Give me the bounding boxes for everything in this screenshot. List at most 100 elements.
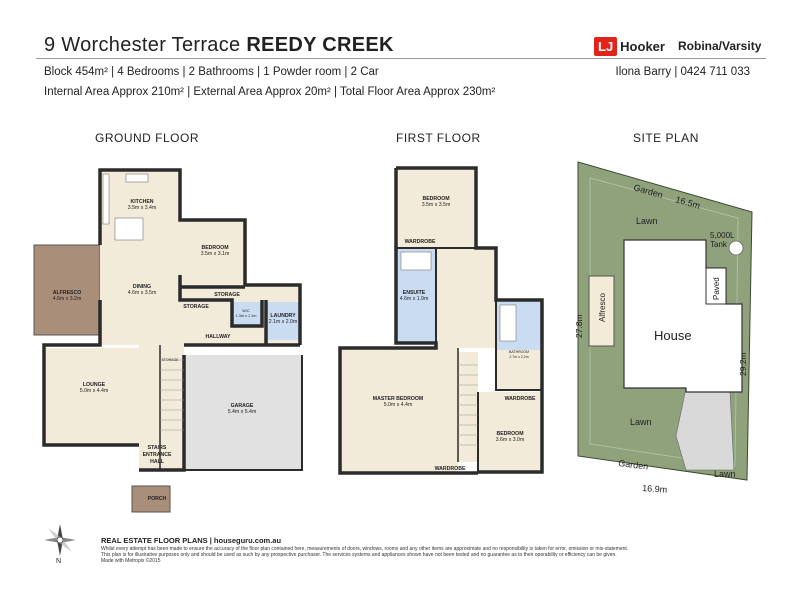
garage-floor (184, 355, 302, 470)
label-laundry: LAUNDRY (270, 313, 296, 319)
label-bathroom-dim: 2.7m x 2.2m (509, 355, 528, 359)
logo-lj: LJ (594, 37, 618, 56)
bedroom-floor (180, 220, 245, 285)
suburb: REEDY CREEK (246, 34, 394, 56)
label-wc: W/C (242, 309, 250, 313)
disclaimer-line-2: This plan is for illustrative purposes o… (101, 552, 617, 558)
water-tank (728, 240, 744, 256)
hall-floor (496, 350, 542, 390)
site-plan: Garden 16.5m Lawn 5,000L Tank Paved Alfr… (574, 161, 753, 495)
label-wardrobe-3: WARDROBE (435, 466, 466, 472)
label-master-dim: 5.0m x 4.4m (384, 402, 413, 408)
footer-brand: REAL ESTATE FLOOR PLANS | houseguru.com.… (101, 536, 282, 545)
label-ensuite-dim: 4.6m x 1.9m (400, 296, 429, 302)
wc-floor (232, 302, 262, 326)
ground-floor-heading: GROUND FLOOR (95, 131, 200, 145)
compass-rose: N (44, 524, 76, 565)
driveway (675, 387, 735, 471)
agency-logo: LJ Hooker (594, 37, 665, 56)
ground-walls (42, 168, 303, 472)
label-bottom-length: 16.9m (642, 483, 668, 495)
first-floor-heading: FIRST FLOOR (396, 131, 481, 145)
label-house: House (654, 328, 692, 343)
area-summary: Internal Area Approx 210m² | External Ar… (44, 86, 496, 98)
dining-lower-floor (100, 300, 180, 345)
site-plan-heading: SITE PLAN (633, 131, 699, 145)
alfresco-area (33, 244, 101, 336)
label-laundry-dim: 2.1m x 2.0m (269, 319, 298, 325)
label-dining-dim: 4.6m x 3.5m (128, 290, 157, 296)
label-storage-1: STORAGE (214, 292, 240, 298)
footer-disclaimer: Whilst every attempt has been made to en… (101, 546, 681, 564)
label-bathroom: BATHROOM (509, 350, 529, 354)
ensuite-vanity (400, 251, 432, 271)
logo-word: Hooker (620, 39, 665, 54)
label-hall: HALL (150, 459, 165, 465)
first-labels: BEDROOM 3.5m x 3.5m WARDROBE ENSUITE 4.6… (373, 196, 536, 472)
property-summary: Block 454m² | 4 Bedrooms | 2 Bathrooms |… (44, 66, 379, 78)
header-divider (36, 58, 766, 59)
upper-stairs-floor (456, 352, 478, 462)
label-bedroom-2: BEDROOM (496, 431, 523, 437)
label-right-length: 29.2m (738, 352, 748, 376)
first-stairs (458, 364, 478, 446)
disclaimer-line-1: Whilst every attempt has been made to en… (101, 546, 629, 552)
label-kitchen-dim: 3.5m x 3.4m (128, 205, 157, 211)
label-entrance: ENTRANCE (143, 452, 172, 458)
label-wardrobe-2: WARDROBE (505, 396, 536, 402)
label-master: MASTER BEDROOM (373, 396, 423, 402)
label-lounge-dim: 5.0m x 4.4m (80, 388, 109, 394)
label-stairs: STAIRS (148, 445, 167, 451)
label-alfresco: ALFRESCO (53, 290, 82, 296)
lounge-floor (44, 348, 139, 445)
label-bedroom-1: BEDROOM (422, 196, 449, 202)
label-hallway: HALLWAY (206, 334, 231, 340)
label-kitchen: KITCHEN (130, 199, 153, 205)
branch-name: Robina/Varsity (678, 39, 762, 53)
label-tank-2: Tank (710, 240, 728, 249)
ground-labels: KITCHEN 3.5m x 3.4m BEDROOM 3.5m x 3.1m … (53, 199, 298, 502)
first-floor-plan: BEDROOM 3.5m x 3.5m WARDROBE ENSUITE 4.6… (338, 166, 544, 475)
label-alfresco-dim: 4.6m x 3.2m (53, 296, 82, 302)
ground-floor-plan: KITCHEN 3.5m x 3.4m BEDROOM 3.5m x 3.1m … (33, 168, 303, 513)
label-paved: Paved (712, 277, 721, 300)
bath-tub (499, 304, 517, 342)
label-garden-bottom: Garden (618, 458, 649, 472)
label-lawn-bottom-right: Lawn (714, 469, 736, 479)
landing-floor (436, 248, 496, 348)
label-ensuite: ENSUITE (403, 290, 426, 296)
site-alfresco (588, 275, 615, 347)
bedroom1-floor (396, 168, 476, 248)
ground-stairs (160, 359, 184, 431)
label-bedroom-dim: 3.5m x 3.1m (201, 251, 230, 257)
label-tank-1: 5,000L (710, 231, 735, 240)
label-garage: GARAGE (231, 403, 254, 409)
kitchen-bench (102, 173, 110, 225)
label-bedroom: BEDROOM (201, 245, 228, 251)
label-wc-dim: 1.3m x 1.1m (236, 314, 257, 318)
site-labels: Garden 16.5m Lawn 5,000L Tank Paved Alfr… (574, 182, 748, 494)
garden-edge (589, 177, 739, 467)
label-wardrobe-1: WARDROBE (405, 239, 436, 245)
stairs-hall-floor (139, 345, 184, 470)
disclaimer-line-3: Made with Metropix ©2015 (101, 558, 161, 564)
label-bedroom-1-dim: 3.5m x 3.5m (422, 202, 451, 208)
label-left-length: 27.8m (574, 314, 584, 338)
master-floor (340, 348, 458, 473)
label-lounge: LOUNGE (83, 382, 106, 388)
label-lawn-top: Lawn (636, 216, 658, 226)
property-title: 9 Worchester Terrace REEDY CREEK (44, 34, 394, 57)
label-site-alfresco: Alfresco (598, 293, 607, 322)
bedroom2-floor (478, 392, 542, 472)
agent-contact: Ilona Barry | 0424 711 033 (615, 66, 750, 78)
label-dining: DINING (133, 284, 151, 290)
cooktop (125, 173, 149, 183)
compass-north: N (56, 558, 61, 565)
site-paved (705, 267, 727, 305)
label-lawn-bottom-left: Lawn (630, 417, 652, 427)
label-storage-2: STORAGE (183, 304, 209, 310)
kitchen-island (114, 217, 144, 241)
label-porch: PORCH (148, 496, 167, 502)
label-storage-3: STORAGE (161, 358, 179, 362)
